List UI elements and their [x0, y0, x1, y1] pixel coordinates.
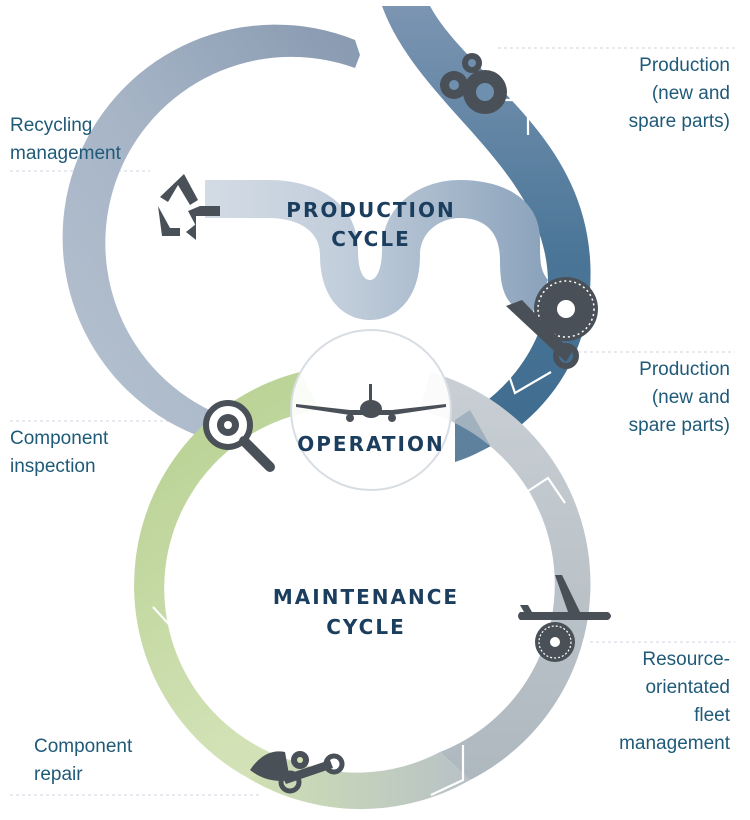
production-ring-left [62, 24, 361, 436]
production-cycle-title: PRODUCTION CYCLE [286, 198, 455, 251]
svg-text:CYCLE: CYCLE [326, 615, 406, 639]
label-production-mid: Production (new and spare parts) [628, 359, 730, 436]
production-wave [205, 180, 548, 320]
magnifier-gear-icon [203, 400, 275, 472]
ring-overlap [455, 410, 490, 462]
maintenance-cycle-title: MAINTENANCE CYCLE [273, 585, 459, 639]
label-production-top: Production (new and spare parts) [628, 55, 730, 132]
maintenance-ring-chevrons [152, 476, 566, 796]
engine-fan-wrench-icon [506, 277, 598, 369]
turbine-blade-wrench-icon [250, 751, 345, 794]
airplane-icon [296, 384, 446, 422]
label-component-repair: Component repair [34, 736, 133, 785]
maintenance-ring-left [134, 372, 320, 778]
recycle-icon [158, 174, 220, 240]
label-component-inspection: Component inspection [10, 428, 109, 477]
label-resource-fleet-management: Resource- orientated fleet management [619, 649, 730, 754]
svg-text:CYCLE: CYCLE [331, 227, 411, 251]
production-ring-right [382, 6, 591, 462]
gears-icon [440, 53, 507, 114]
label-recycling-management: Recycling management [10, 115, 121, 164]
svg-text:MAINTENANCE: MAINTENANCE [273, 585, 459, 609]
airplane-engine-icon [518, 575, 611, 662]
operation-title: OPERATION [297, 432, 444, 456]
svg-text:PRODUCTION: PRODUCTION [286, 198, 455, 222]
maintenance-ring-right [420, 372, 591, 780]
